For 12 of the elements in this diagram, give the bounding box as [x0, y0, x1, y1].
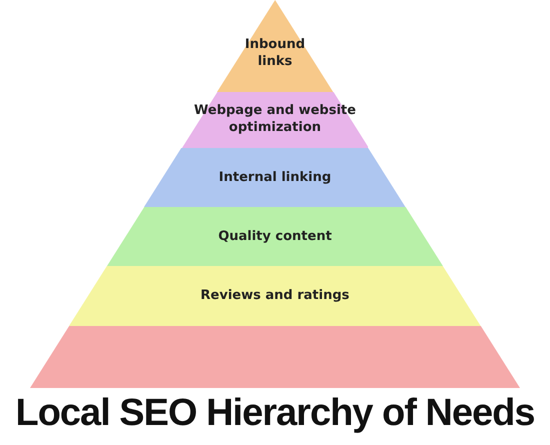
- pyramid-tier: [182, 92, 368, 148]
- tier-label: Internal linking: [218, 168, 332, 186]
- tier-label: Quality content: [217, 228, 333, 244]
- tier-label: Inbound links: [244, 36, 306, 70]
- pyramid-tier: [216, 0, 334, 92]
- tier-label: Reviews and ratings: [200, 287, 350, 304]
- pyramid-tier: [30, 326, 520, 388]
- pyramid-tier: [69, 266, 481, 326]
- pyramid-tier: [144, 148, 406, 207]
- tier-label: Webpage and website optimization: [193, 102, 357, 136]
- pyramid-tier: [107, 207, 443, 266]
- diagram-title: Local SEO Hierarchy of Needs: [14, 392, 536, 435]
